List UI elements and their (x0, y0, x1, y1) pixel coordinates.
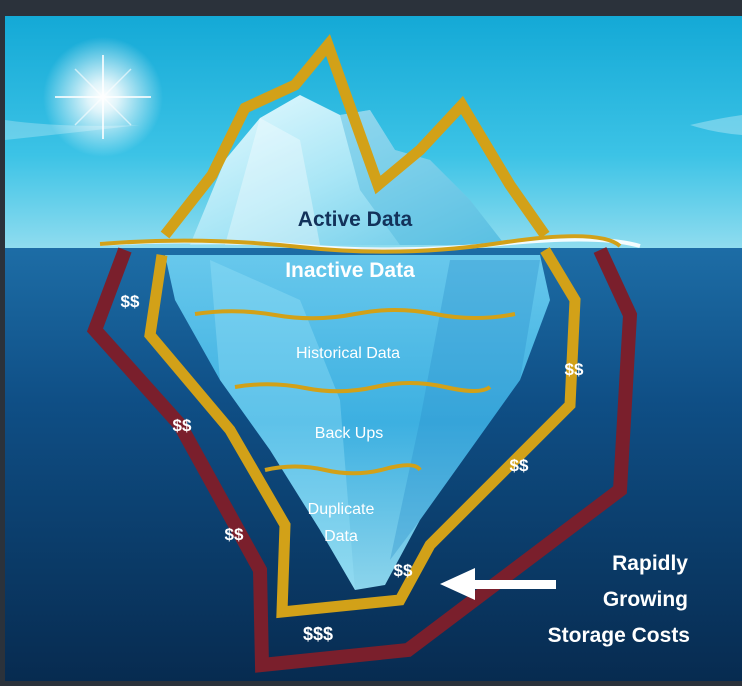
cloud (690, 115, 742, 135)
cost-label: $$ (121, 292, 140, 311)
waterline-band (99, 234, 622, 254)
cost-label: $$ (394, 561, 413, 580)
cost-label: $$ (565, 360, 584, 379)
storage-cost-outline (86, 247, 638, 673)
historical-data-label: Historical Data (296, 345, 400, 362)
divider-backups (234, 381, 492, 394)
inactive-data-label: Inactive Data (285, 259, 415, 282)
cost-label: $$ (510, 456, 529, 475)
cost-label: $$ (225, 525, 244, 544)
callout-line2: Growing (603, 588, 688, 611)
cost-label: $$$ (303, 624, 333, 644)
inactive-data-outline (144, 247, 581, 619)
cost-label: $$ (173, 416, 192, 435)
iceberg-tip (190, 95, 505, 245)
callout-line1: Rapidly (612, 552, 688, 575)
duplicate-label-line1: Duplicate (308, 501, 375, 518)
left-arrow-icon (440, 568, 556, 600)
active-data-label: Active Data (298, 208, 413, 231)
duplicate-label-line2: Data (324, 528, 358, 545)
active-data-outline (160, 34, 550, 239)
callout-line3: Storage Costs (548, 624, 690, 647)
backups-label: Back Ups (315, 425, 383, 442)
divider-historical (194, 308, 516, 321)
divider-duplicate (264, 463, 422, 476)
iceberg-base (165, 255, 550, 590)
sun-glare-icon (43, 37, 163, 157)
